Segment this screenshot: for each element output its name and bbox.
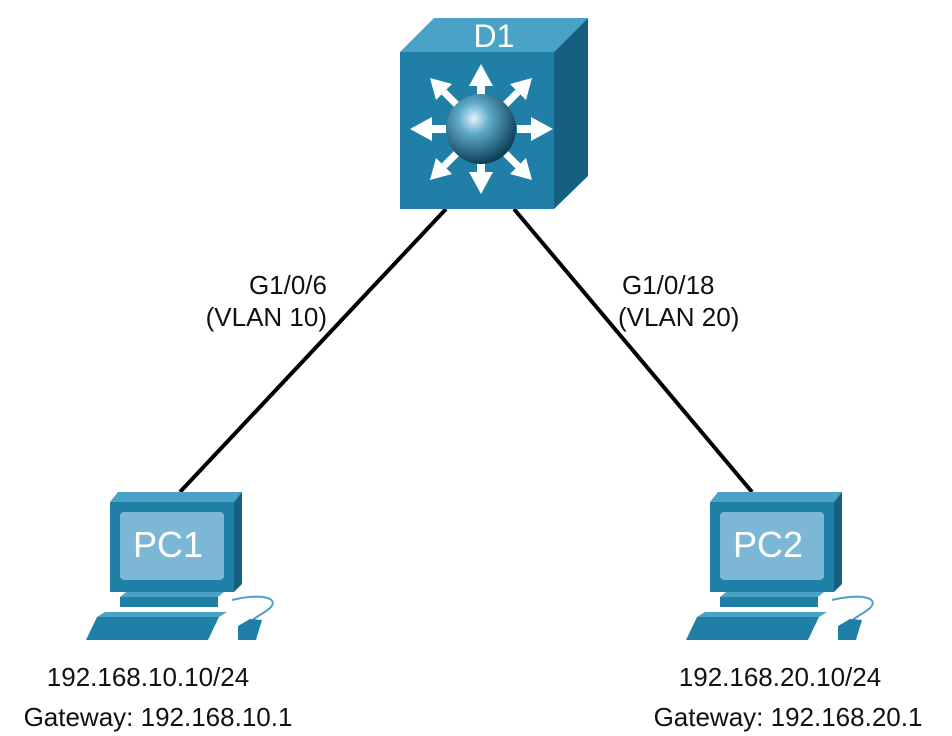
- pc1-name-label: PC1: [133, 524, 203, 565]
- pc1-ip-label: 192.168.10.10/24: [46, 662, 250, 692]
- switch-side-face: [554, 18, 588, 209]
- switch-d1[interactable]: D1: [400, 18, 588, 209]
- multilayer-switch-icon: [410, 64, 553, 194]
- pc1-gateway-label: Gateway: 192.168.10.1: [23, 702, 293, 732]
- link-d1-pc2: [512, 207, 754, 494]
- pc1-device[interactable]: PC1: [86, 492, 274, 640]
- link2-vlan-label: (VLAN 20): [618, 302, 740, 332]
- link-d1-pc1: [178, 207, 448, 494]
- link1-vlan-label: (VLAN 10): [205, 302, 327, 332]
- pc-icon: [686, 492, 874, 640]
- link2-port-label: G1/0/18: [622, 270, 715, 300]
- link1-port-label: G1/0/6: [248, 270, 327, 300]
- switch-name-label: D1: [474, 18, 515, 54]
- pc2-ip-label: 192.168.20.10/24: [678, 662, 882, 692]
- switch-top-face: [400, 18, 588, 52]
- pc-icon: [86, 492, 274, 640]
- pc2-device[interactable]: PC2: [686, 492, 874, 640]
- pc2-name-label: PC2: [733, 524, 803, 565]
- pc2-gateway-label: Gateway: 192.168.20.1: [653, 702, 923, 732]
